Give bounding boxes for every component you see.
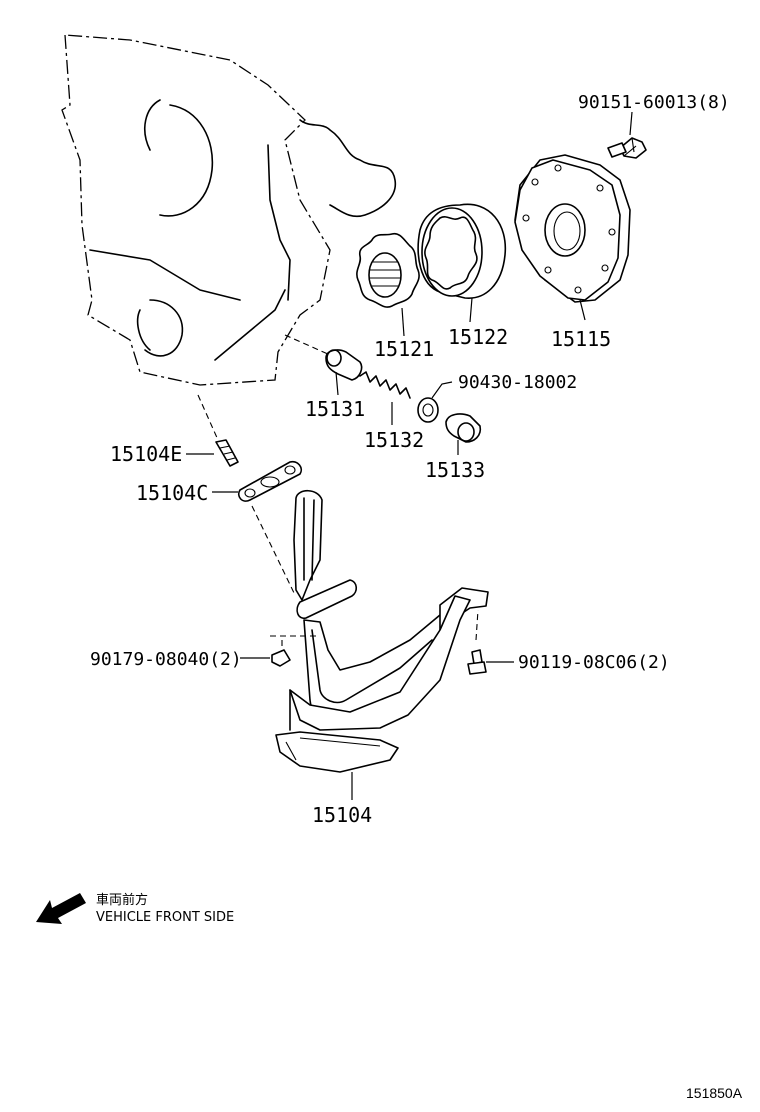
pump-cover-15115 bbox=[514, 154, 631, 321]
gasket-15104C bbox=[212, 460, 303, 502]
oil-strainer-15104 bbox=[270, 489, 489, 800]
direction-note-en: VEHICLE FRONT SIDE bbox=[96, 910, 234, 925]
label-15133: 15133 bbox=[425, 458, 485, 482]
bolt-90151 bbox=[607, 111, 647, 159]
label-15131: 15131 bbox=[305, 397, 365, 421]
label-90151: 90151-60013(8) bbox=[578, 92, 730, 113]
stud-15104E bbox=[186, 439, 239, 467]
figure-code: 151850A bbox=[686, 1085, 743, 1101]
drive-rotor-15121 bbox=[356, 232, 420, 337]
vehicle-front-arrow-icon bbox=[36, 893, 86, 924]
gasket-90430 bbox=[417, 381, 453, 423]
label-90430: 90430-18002 bbox=[458, 372, 577, 393]
engine-block-outline bbox=[61, 34, 396, 386]
label-15122: 15122 bbox=[448, 325, 508, 349]
label-15132: 15132 bbox=[364, 428, 424, 452]
direction-note-jp: 車両前方 bbox=[96, 892, 148, 908]
label-15104C: 15104C bbox=[136, 481, 208, 505]
label-90119: 90119-08C06(2) bbox=[518, 652, 670, 673]
plug-15133 bbox=[445, 413, 482, 455]
driven-rotor-15122 bbox=[417, 203, 507, 323]
relief-valve-15131 bbox=[325, 349, 363, 396]
label-15104: 15104 bbox=[312, 803, 372, 827]
bolt-90179 bbox=[240, 649, 291, 667]
label-15115: 15115 bbox=[551, 327, 611, 351]
label-15104E: 15104E bbox=[110, 442, 182, 466]
label-90179: 90179-08040(2) bbox=[90, 649, 242, 670]
label-15121: 15121 bbox=[374, 337, 434, 361]
spring-15132 bbox=[359, 371, 411, 425]
bolt-90119 bbox=[467, 649, 514, 675]
